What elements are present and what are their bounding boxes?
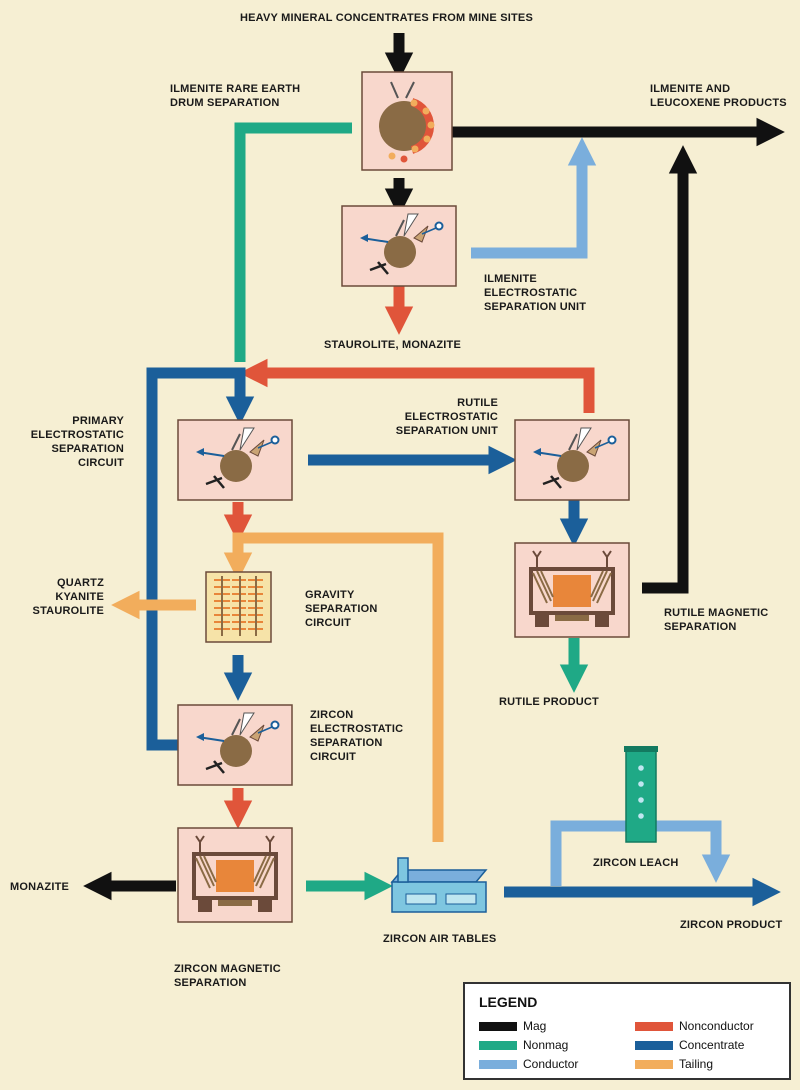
rutile-return-line	[239, 358, 595, 413]
label-line: SEPARATION	[51, 443, 124, 455]
legend-label: Concentrate	[679, 1038, 745, 1052]
label-quartz-kyanite: QUARTZ KYANITE STAUROLITE	[30, 576, 104, 618]
ilmenite-drum-unit	[361, 71, 453, 171]
zircon-es-unit	[176, 703, 294, 787]
label-line: ELECTROSTATIC	[310, 723, 404, 735]
legend: LEGEND Mag Nonmag Conductor Nonconductor…	[463, 982, 791, 1080]
rutile-es-unit	[513, 418, 631, 502]
zircon-leach-unit	[624, 746, 658, 843]
label-line: CIRCUIT	[77, 457, 124, 469]
label-line: KYANITE	[55, 591, 104, 603]
legend-swatch	[635, 1060, 673, 1069]
legend-swatch	[479, 1022, 517, 1031]
label-line: QUARTZ	[56, 577, 104, 589]
label-monazite: MONAZITE	[10, 881, 70, 893]
legend-swatch	[635, 1041, 673, 1050]
label-line: SEPARATION	[305, 603, 378, 615]
label-line: ZIRCON MAGNETIC	[174, 963, 281, 975]
label-line: SEPARATION	[174, 977, 247, 989]
label-line: SEPARATION UNIT	[484, 301, 587, 313]
label-rutile-mag: RUTILE MAGNETIC SEPARATION	[664, 606, 768, 634]
legend-label: Conductor	[523, 1057, 579, 1071]
label-line: STAUROLITE	[32, 605, 104, 617]
leach-out-line	[654, 820, 731, 883]
legend-label: Nonconductor	[679, 1019, 754, 1033]
label-line: ILMENITE	[484, 273, 537, 285]
label-line: RUTILE MAGNETIC	[664, 607, 769, 619]
label-ilmenite-drum: ILMENITE RARE EARTH DRUM SEPARATION	[170, 82, 300, 110]
label-line: ZIRCON	[310, 709, 354, 721]
air-tables-unit	[390, 857, 488, 913]
label-line: ELECTROSTATIC	[30, 429, 124, 441]
label-line: ILMENITE RARE EARTH	[170, 83, 301, 95]
label-line: ELECTROSTATIC	[484, 287, 578, 299]
label-zircon-leach: ZIRCON LEACH	[593, 857, 679, 869]
label-primary-es: PRIMARY ELECTROSTATIC SEPARATION CIRCUIT	[20, 414, 124, 470]
label-ilmenite-es: ILMENITE ELECTROSTATIC SEPARATION UNIT	[484, 272, 586, 314]
label-line: SEPARATION	[664, 621, 737, 633]
label-line: RUTILE	[457, 397, 498, 409]
label-rutile-product: RUTILE PRODUCT	[499, 696, 599, 708]
legend-swatch	[479, 1041, 517, 1050]
gravity-unit	[205, 571, 272, 643]
zircon-mag-unit	[176, 826, 294, 924]
label-line: PRIMARY	[72, 415, 124, 427]
label-line: SEPARATION	[310, 737, 383, 749]
label-line: DRUM SEPARATION	[170, 97, 280, 109]
label-zircon-es: ZIRCON ELECTROSTATIC SEPARATION CIRCUIT	[310, 708, 403, 764]
label-heavy-concentrates: HEAVY MINERAL CONCENTRATES FROM MINE SIT…	[240, 12, 533, 24]
legend-label: Nonmag	[523, 1038, 569, 1052]
rutile-mag-to-ilmenite-line	[642, 145, 698, 594]
label-rutile-es: RUTILE ELECTROSTATIC SEPARATION UNIT	[370, 396, 498, 438]
label-zircon-product: ZIRCON PRODUCT	[680, 919, 783, 931]
zircon-concentrate-loop	[146, 367, 255, 751]
legend-label: Tailing	[679, 1057, 714, 1071]
label-line: ELECTROSTATIC	[404, 411, 498, 423]
ilmenite-conductor-line	[471, 137, 597, 259]
label-line: ILMENITE AND	[650, 83, 731, 95]
label-staurolite-monazite: STAUROLITE, MONAZITE	[324, 339, 462, 351]
legend-title: LEGEND	[479, 994, 538, 1010]
legend-swatch	[635, 1022, 673, 1031]
label-gravity: GRAVITY SEPARATION CIRCUIT	[305, 588, 378, 630]
leach-in-line	[550, 820, 638, 886]
nonmag-line	[234, 122, 352, 362]
legend-swatch	[479, 1060, 517, 1069]
label-zircon-mag: ZIRCON MAGNETIC SEPARATION	[174, 962, 281, 990]
label-zircon-air-tables: ZIRCON AIR TABLES	[383, 933, 497, 945]
rutile-mag-unit	[513, 541, 631, 639]
label-line: LEUCOXENE PRODUCTS	[650, 97, 787, 109]
label-line: CIRCUIT	[310, 751, 357, 763]
label-line: SEPARATION UNIT	[395, 425, 498, 437]
legend-label: Mag	[523, 1019, 547, 1033]
label-ilmenite-leucoxene: ILMENITE AND LEUCOXENE PRODUCTS	[650, 82, 787, 110]
label-line: CIRCUIT	[305, 617, 352, 629]
tailing-return-line	[223, 532, 444, 842]
primary-es-unit	[176, 418, 294, 502]
label-line: GRAVITY	[305, 589, 355, 601]
ilmenite-es-unit	[340, 204, 458, 288]
